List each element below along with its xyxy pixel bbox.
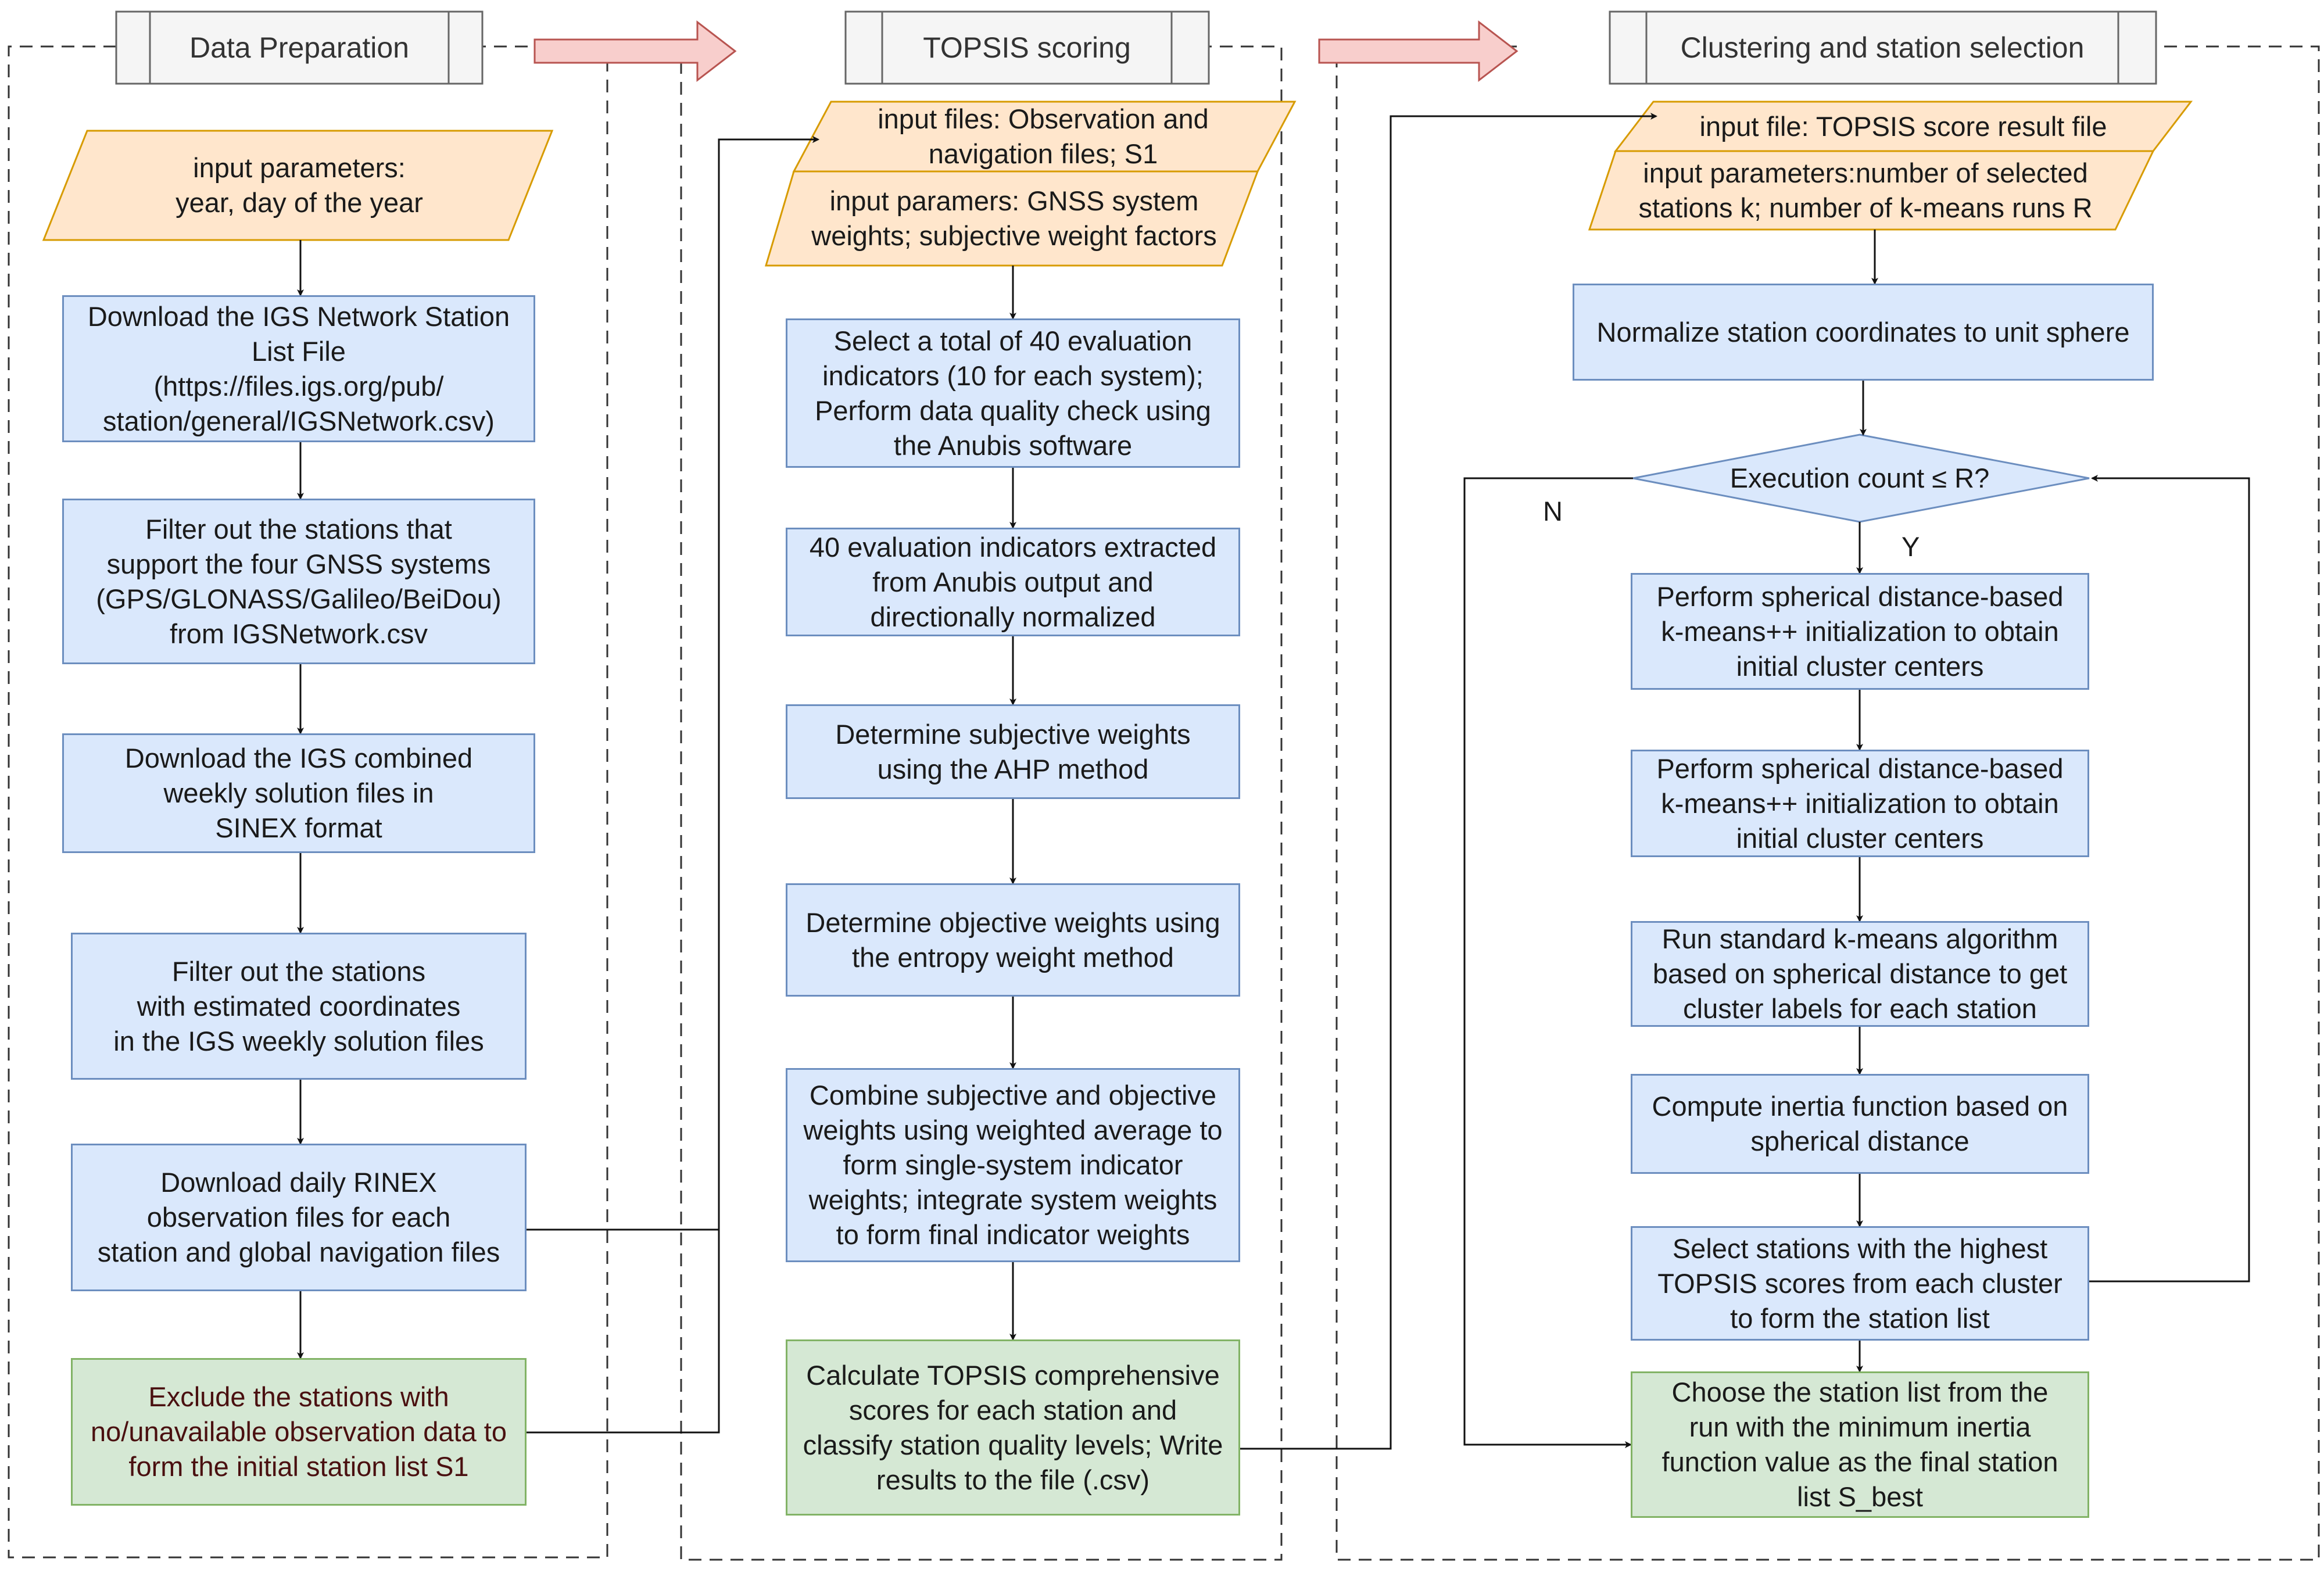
- col3-decision-text: Execution count ≤ R?: [1729, 463, 1990, 493]
- col1-initial-station-list: Exclude the stations with no/unavailable…: [71, 1358, 527, 1506]
- col2-select-indicators: Select a total of 40 evaluation indicato…: [786, 318, 1240, 468]
- col2-subjective-weights: Determine subjective weights using the A…: [786, 704, 1240, 799]
- header-tab-data-preparation: [115, 10, 484, 85]
- col1-filter-estimated-coords: Filter out the stations with estimated c…: [71, 933, 527, 1080]
- col1-filter-gnss-stations: Filter out the stations that support the…: [62, 499, 535, 664]
- section-headers: [115, 10, 2157, 85]
- frame-topsis: [680, 45, 1283, 1561]
- col3-input-params: input parameters:number of selected stat…: [1638, 157, 2093, 223]
- transition-arrow-1: [533, 20, 737, 83]
- col2-indicators-normalized: 40 evaluation indicators extracted from …: [786, 528, 1240, 636]
- header-tab-topsis: [844, 10, 1210, 85]
- col2-objective-weights: Determine objective weights using the en…: [786, 883, 1240, 997]
- col2-input-files: input files: Observation and navigation …: [878, 103, 1209, 169]
- col3-final-station-list: Choose the station list from the run wit…: [1631, 1371, 2089, 1518]
- col3-kmeans-init-1: Perform spherical distance-based k-means…: [1631, 573, 2089, 690]
- io-col1-input: [42, 130, 554, 241]
- label-yes: Y: [1902, 531, 1920, 562]
- col1-download-station-list: Download the IGS Network Station List Fi…: [62, 295, 535, 442]
- io-shapes: [42, 101, 2193, 267]
- col1-download-rinex: Download daily RINEX observation files f…: [71, 1144, 527, 1291]
- header-topsis-scoring: TOPSIS scoring: [923, 31, 1131, 64]
- connectors: [297, 113, 2250, 1450]
- col3-select-stations: Select stations with the highest TOPSIS …: [1631, 1226, 2089, 1341]
- label-no: N: [1543, 496, 1563, 526]
- col1-input-parameters: input parameters: year, day of the year: [176, 152, 423, 218]
- col2-combine-weights: Combine subjective and objective weights…: [786, 1068, 1240, 1262]
- transition-arrow-2: [1318, 20, 1519, 83]
- col2-input-params: input paramers: GNSS system weights; sub…: [811, 185, 1217, 251]
- transition-arrows: [533, 20, 1519, 83]
- col2-topsis-scores: Calculate TOPSIS comprehensive scores fo…: [786, 1339, 1240, 1516]
- io-col3-input-params: [1588, 150, 2155, 231]
- col3-compute-inertia: Compute inertia function based on spheri…: [1631, 1074, 2089, 1174]
- col3-kmeans-init-2: Perform spherical distance-based k-means…: [1631, 750, 2089, 857]
- header-clustering: Clustering and station selection: [1680, 31, 2085, 64]
- header-data-preparation: Data Preparation: [189, 31, 409, 64]
- col1-download-sinex: Download the IGS combined weekly solutio…: [62, 733, 535, 853]
- col3-input-file: input file: TOPSIS score result file: [1699, 110, 2107, 142]
- header-tab-clustering: [1609, 10, 2157, 85]
- col3-run-kmeans: Run standard k-means algorithm based on …: [1631, 921, 2089, 1027]
- col3-normalize-coordinates: Normalize station coordinates to unit sp…: [1573, 284, 2154, 381]
- io-col2-input-params: [764, 170, 1259, 267]
